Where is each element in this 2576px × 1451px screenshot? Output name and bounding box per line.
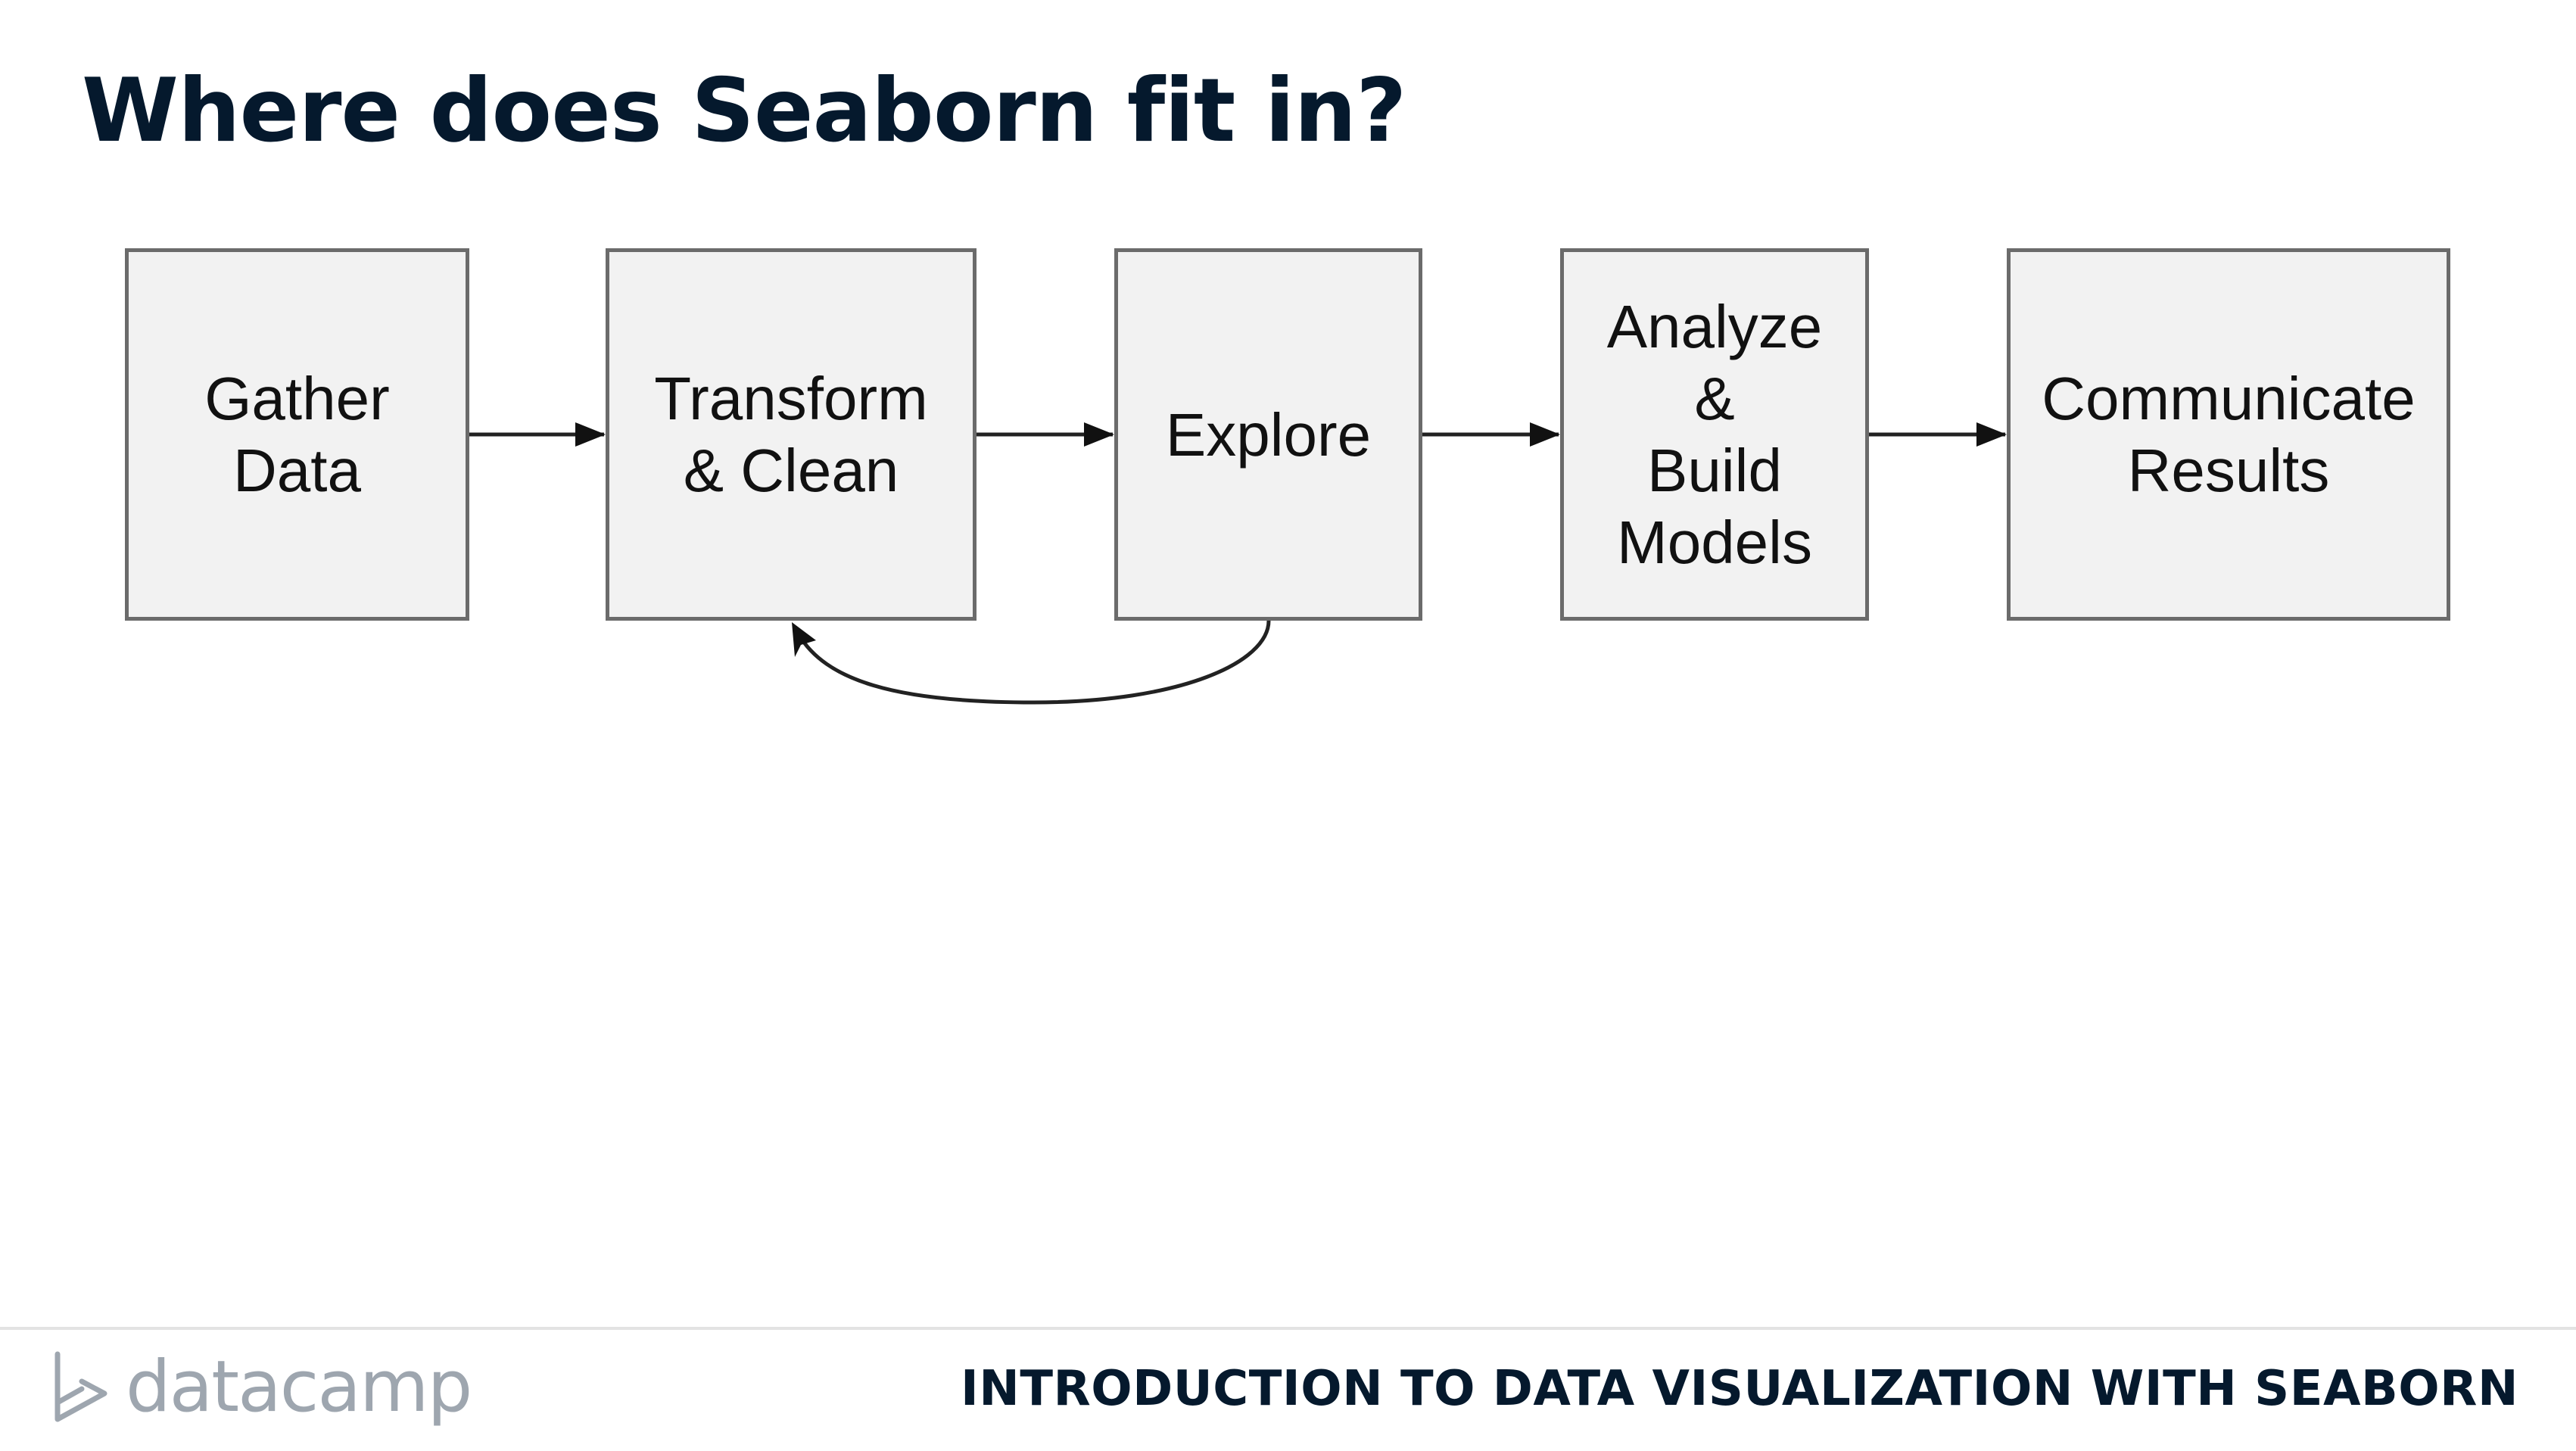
step-label-line: & — [1694, 365, 1735, 432]
step-label-line: Communicate — [2042, 365, 2416, 432]
step-transform-clean: Transform & Clean — [606, 248, 977, 621]
arrowhead-icon — [1084, 422, 1114, 447]
step-explore: Explore — [1114, 248, 1422, 621]
arrowhead-icon — [1976, 422, 2007, 447]
footer-divider — [0, 1327, 2576, 1330]
arrowhead-icon — [1530, 422, 1560, 447]
step-gather-data: Gather Data — [125, 248, 469, 621]
arrowhead-icon — [792, 622, 816, 657]
step-label-line: Gather — [204, 365, 390, 432]
step-analyze-build-models: Analyze & Build Models — [1560, 248, 1869, 621]
step-label-line: Explore — [1165, 400, 1372, 469]
datacamp-logo-wordmark: datacamp — [126, 1346, 472, 1428]
slide-title: Where does Seaborn fit in? — [82, 60, 1406, 162]
step-label-line: Results — [2127, 437, 2330, 504]
course-title: INTRODUCTION TO DATA VISUALIZATION WITH … — [960, 1361, 2518, 1417]
loop-arrow-explore-to-transform — [796, 620, 1271, 705]
step-label-line: & Clean — [683, 437, 899, 504]
step-label-line: Data — [233, 437, 361, 504]
step-label-line: Analyze — [1606, 293, 1823, 360]
step-label-line: Transform — [654, 365, 928, 432]
arrowhead-icon — [575, 422, 606, 447]
step-label-line: Models — [1617, 509, 1812, 576]
datacamp-logo-icon — [55, 1351, 107, 1422]
datacamp-logo: datacamp — [51, 1346, 472, 1429]
step-communicate-results: Communicate Results — [2007, 248, 2450, 621]
step-label-line: Build — [1647, 437, 1782, 504]
